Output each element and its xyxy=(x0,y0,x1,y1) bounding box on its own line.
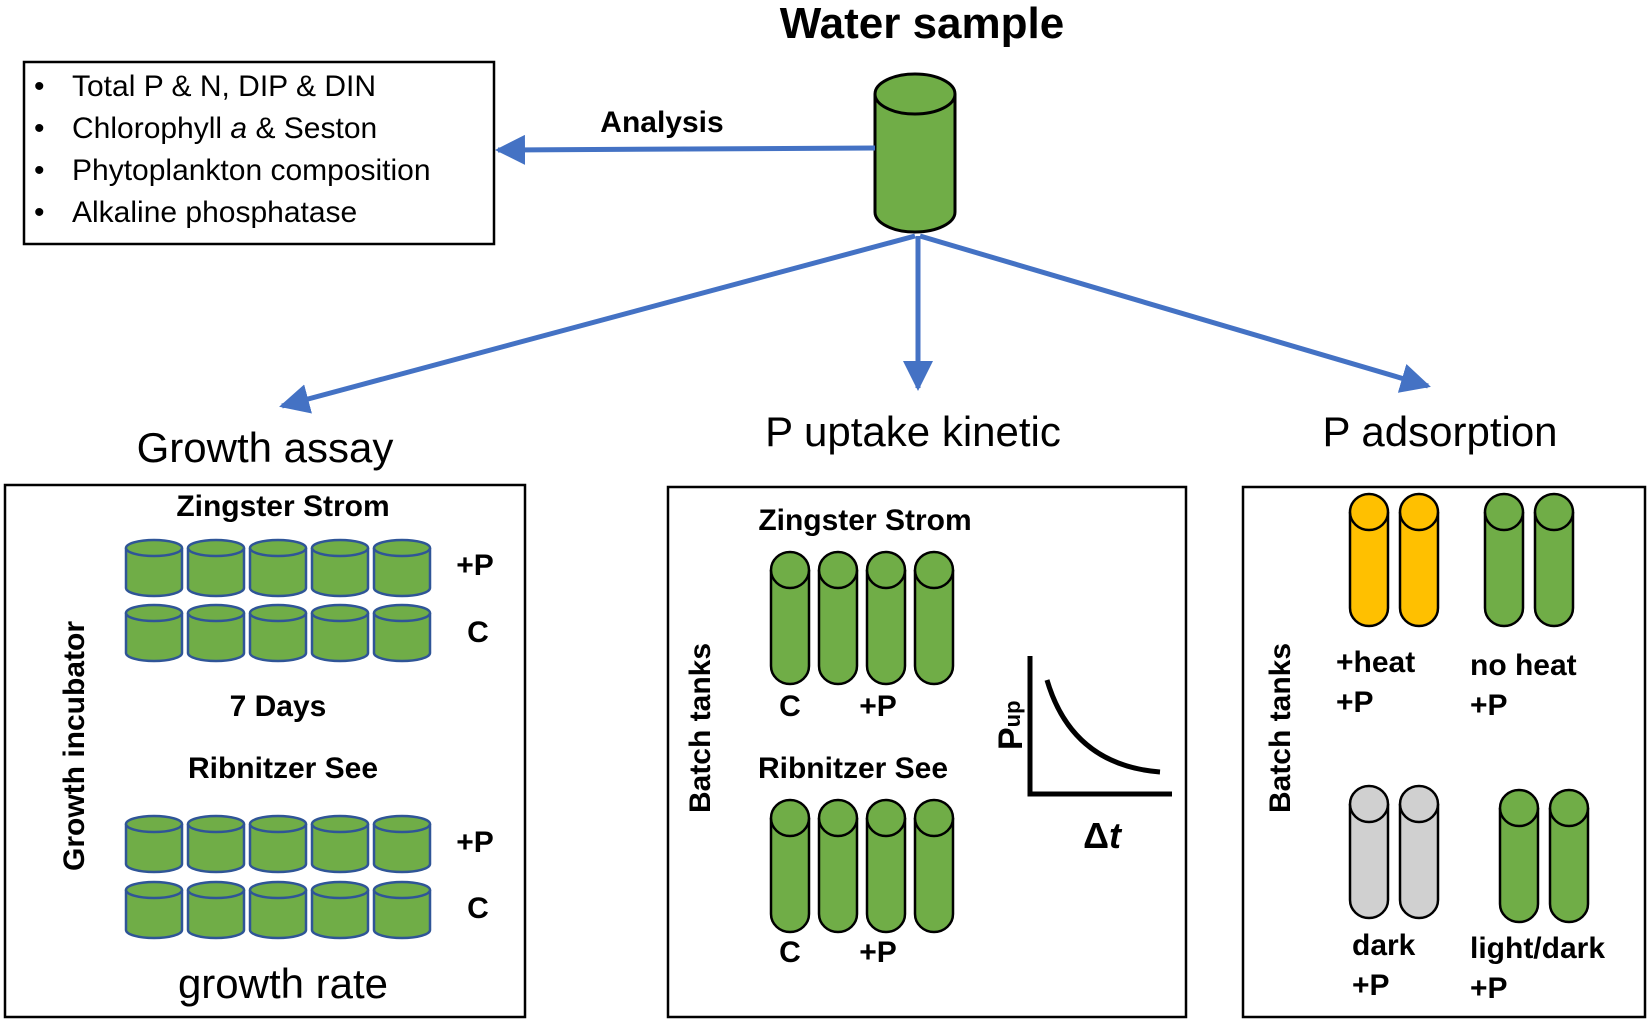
arrow-to-adsorption xyxy=(919,233,1431,393)
growth-cylinder-icon xyxy=(310,814,370,874)
bullet: • xyxy=(34,196,45,229)
adsorption-tank-icon xyxy=(1348,492,1390,628)
growth-cylinder-icon xyxy=(248,814,308,874)
analysis-arrow-label: Analysis xyxy=(600,106,723,139)
growth-cylinder-icon xyxy=(186,538,246,598)
growth-cylinder-groups xyxy=(124,538,432,940)
adsorption-tank-icon xyxy=(1398,784,1440,920)
bullet: • xyxy=(34,154,45,187)
adsorption-sub-noheat: +P xyxy=(1470,689,1508,722)
growth-assay-heading: Growth assay xyxy=(137,424,394,471)
uptake-cylinder-groups xyxy=(769,550,955,934)
adsorption-tank-icon xyxy=(1348,784,1390,920)
adsorption-label-dark: dark xyxy=(1352,929,1416,962)
growth-site2-label: Ribnitzer See xyxy=(188,752,378,785)
growth-cylinder-icon xyxy=(124,880,184,940)
adsorption-label-lightdark: light/dark xyxy=(1470,932,1605,965)
graph-x-label: Δt xyxy=(1083,815,1123,856)
adsorption-tank-icon xyxy=(1498,788,1540,924)
analysis-item: Phytoplankton composition xyxy=(72,154,431,187)
growth-cylinder-icon xyxy=(372,880,432,940)
batch-tank-icon xyxy=(865,798,907,934)
arrow-to-growth-assay xyxy=(279,233,916,414)
growth-cylinder-icon xyxy=(310,538,370,598)
graph-axes xyxy=(1027,656,1172,797)
adsorption-label-heat: +heat xyxy=(1336,646,1415,679)
uptake-kinetic-heading: P uptake kinetic xyxy=(765,408,1061,455)
growth-cylinder-icon xyxy=(186,880,246,940)
analysis-item: Chlorophyll a & Seston xyxy=(72,112,377,145)
adsorption-sub-lightdark: +P xyxy=(1470,972,1508,1005)
uptake-batch-tanks-label: Batch tanks xyxy=(684,643,717,813)
graph-decay-curve xyxy=(1044,679,1161,775)
batch-tank-icon xyxy=(817,550,859,686)
growth-cylinder-icon xyxy=(248,603,308,663)
graph-y-label: Pup xyxy=(992,700,1030,750)
uptake-site2-label: Ribnitzer See xyxy=(758,752,948,785)
analysis-box xyxy=(22,60,496,246)
adsorption-box xyxy=(1241,485,1647,1019)
water-sample-cylinder-icon xyxy=(873,72,957,234)
bullet: • xyxy=(34,70,45,103)
growth-cylinder-icon xyxy=(372,538,432,598)
adsorption-tank-icon xyxy=(1483,492,1525,628)
batch-tank-icon xyxy=(817,798,859,934)
growth-cylinder-icon xyxy=(248,880,308,940)
bullet: • xyxy=(34,112,45,145)
analysis-arrow xyxy=(495,134,876,165)
growth-cylinder-icon xyxy=(124,603,184,663)
growth-cylinder-icon xyxy=(310,603,370,663)
uptake-site1-label: Zingster Strom xyxy=(758,504,971,537)
adsorption-batch-tanks-label: Batch tanks xyxy=(1264,643,1297,813)
batch-tank-icon xyxy=(913,550,955,686)
growth-cylinder-icon xyxy=(124,814,184,874)
adsorption-cylinder-groups xyxy=(1348,492,1590,924)
analysis-list: • Total P & N, DIP & DIN • Chlorophyll a… xyxy=(34,70,431,229)
analysis-item: Total P & N, DIP & DIN xyxy=(72,70,376,103)
adsorption-sub-heat: +P xyxy=(1336,686,1374,719)
growth-site1-label: Zingster Strom xyxy=(176,490,389,523)
batch-tank-icon xyxy=(769,798,811,934)
uptake-plus-label-1: +P xyxy=(859,690,897,723)
growth-row-control-label-2: C xyxy=(467,892,489,925)
growth-cylinder-icon xyxy=(124,538,184,598)
batch-tank-icon xyxy=(769,550,811,686)
growth-cylinder-icon xyxy=(372,603,432,663)
growth-cylinder-icon xyxy=(248,538,308,598)
adsorption-heading: P adsorption xyxy=(1322,408,1557,455)
adsorption-tank-icon xyxy=(1548,788,1590,924)
adsorption-tank-icon xyxy=(1533,492,1575,628)
adsorption-sub-dark: +P xyxy=(1352,969,1390,1002)
growth-duration-label: 7 Days xyxy=(230,690,327,723)
growth-row-plus-label: +P xyxy=(456,549,494,582)
batch-tank-icon xyxy=(913,798,955,934)
analysis-item: Alkaline phosphatase xyxy=(72,196,357,229)
growth-cylinder-icon xyxy=(310,880,370,940)
batch-tank-icon xyxy=(865,550,907,686)
uptake-kinetic-graph: Pup Δt xyxy=(992,656,1172,856)
growth-cylinder-icon xyxy=(372,814,432,874)
uptake-plus-label-2: +P xyxy=(859,936,897,969)
uptake-control-label-2: C xyxy=(779,936,801,969)
adsorption-label-noheat: no heat xyxy=(1470,649,1577,682)
diagram-title: Water sample xyxy=(780,0,1064,48)
growth-cylinder-icon xyxy=(186,603,246,663)
growth-cylinder-icon xyxy=(186,814,246,874)
growth-row-control-label: C xyxy=(467,616,489,649)
growth-incubator-label: Growth incubator xyxy=(58,621,91,871)
uptake-control-label-1: C xyxy=(779,690,801,723)
growth-rate-label: growth rate xyxy=(178,960,388,1007)
growth-row-plus-label-2: +P xyxy=(456,826,494,859)
adsorption-tank-icon xyxy=(1398,492,1440,628)
